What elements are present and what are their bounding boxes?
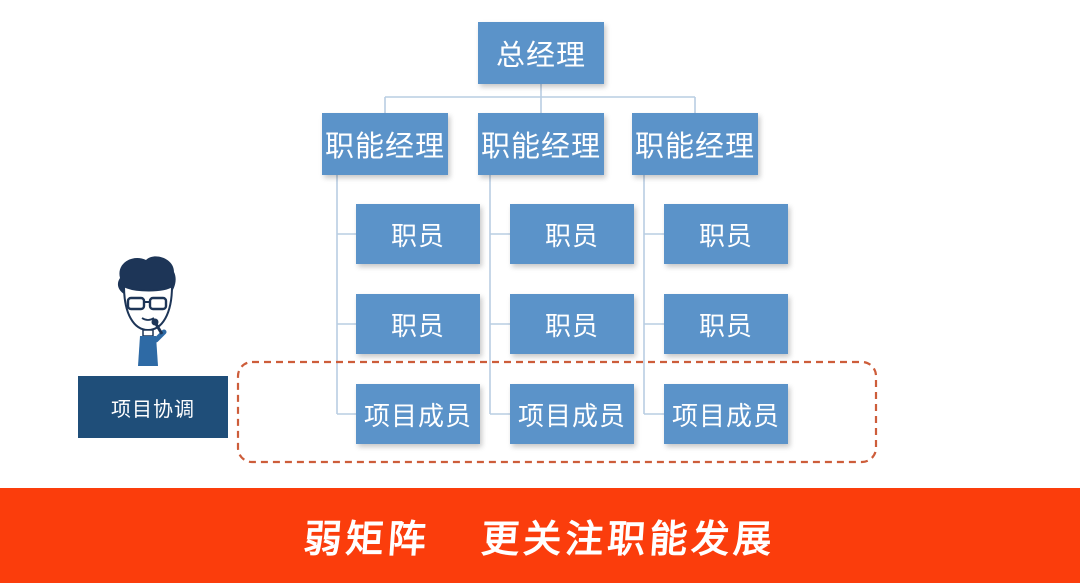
banner-text: 弱矩阵 更关注职能发展 <box>302 517 778 561</box>
project-member-node-2: 项目成员 <box>510 384 634 444</box>
staff-node-3-1: 职员 <box>664 204 788 264</box>
functional-manager-node-1: 职能经理 <box>322 113 448 175</box>
staff-node-2-1: 职员 <box>510 204 634 264</box>
project-dashed-outline <box>236 360 878 464</box>
project-member-node-1: 项目成员 <box>356 384 480 444</box>
functional-manager-node-2: 职能经理 <box>478 113 604 175</box>
functional-manager-node-3: 职能经理 <box>632 113 758 175</box>
title-banner: 弱矩阵 更关注职能发展 <box>0 488 1080 583</box>
project-member-node-3: 项目成员 <box>664 384 788 444</box>
connector-lines <box>336 84 696 415</box>
presenter-icon <box>117 256 176 366</box>
staff-node-2-2: 职员 <box>510 294 634 354</box>
general-manager-node: 总经理 <box>478 22 604 84</box>
staff-node-1-1: 职员 <box>356 204 480 264</box>
project-coordinator-box: 项目协调 <box>78 376 228 438</box>
staff-node-1-2: 职员 <box>356 294 480 354</box>
staff-node-3-2: 职员 <box>664 294 788 354</box>
